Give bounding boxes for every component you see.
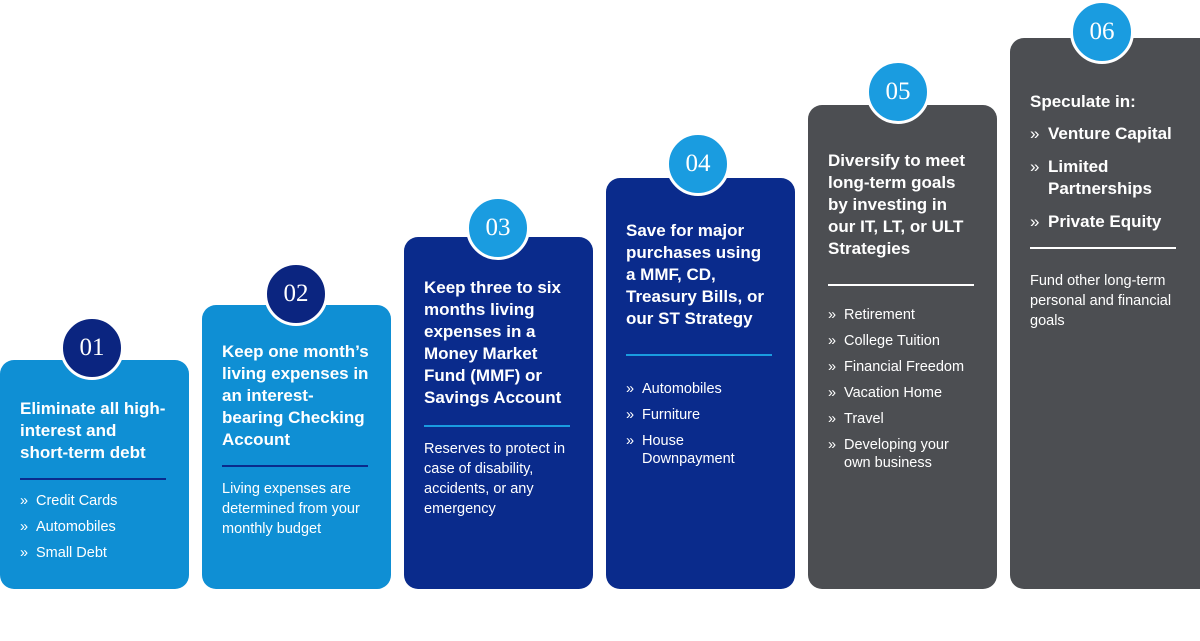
list-item: »Furniture <box>626 407 701 423</box>
step-06-divider <box>1030 247 1176 249</box>
step-03-divider <box>424 425 570 427</box>
step-02-description: Living expenses are determined from your… <box>222 481 360 537</box>
step-02-badge: 02 <box>264 262 328 326</box>
step-05-heading: Diversify to meet long-term goals by inv… <box>828 151 965 258</box>
step-06-description: Fund other long-term personal and financ… <box>1030 273 1172 329</box>
list-item: »Travel <box>828 411 884 427</box>
step-06-badge: 06 <box>1070 0 1134 64</box>
step-06-card: Speculate in: »Venture Capital »Limited … <box>1010 38 1200 589</box>
step-04-list: »Automobiles »Furniture »House Downpayme… <box>626 380 775 468</box>
step-04-badge: 04 <box>666 132 730 196</box>
step-01-heading: Eliminate all high-interest and short-te… <box>20 399 166 462</box>
step-06-list: »Venture Capital »Limited Partnerships »… <box>1030 123 1180 233</box>
step-01-divider <box>20 478 166 480</box>
step-01-list: »Credit Cards »Automobiles »Small Debt <box>20 492 169 562</box>
list-item: »Credit Cards <box>20 493 118 509</box>
list-item: »Retirement <box>828 307 915 323</box>
step-03-card: Keep three to six months living expenses… <box>404 237 593 589</box>
list-item: »Automobiles <box>626 381 722 397</box>
list-item: »Small Debt <box>20 545 107 561</box>
step-04-divider <box>626 354 772 356</box>
step-03-badge: 03 <box>466 196 530 260</box>
step-06-heading: Speculate in: <box>1030 92 1136 111</box>
step-05-badge: 05 <box>866 60 930 124</box>
list-item: »Automobiles <box>20 519 116 535</box>
step-02-heading: Keep one month’s living expenses in an i… <box>222 342 369 449</box>
step-03-description: Reserves to protect in case of disabilit… <box>424 441 566 517</box>
list-item: »Private Equity <box>1030 212 1162 231</box>
step-02-divider <box>222 465 368 467</box>
list-item: »College Tuition <box>828 333 940 349</box>
step-05-card: Diversify to meet long-term goals by inv… <box>808 105 997 589</box>
list-item: »Financial Freedom <box>828 359 965 375</box>
list-item: »House Downpayment <box>626 433 735 467</box>
step-05-list: »Retirement »College Tuition »Financial … <box>828 306 977 472</box>
step-03-heading: Keep three to six months living expenses… <box>424 278 562 407</box>
step-04-heading: Save for major purchases using a MMF, CD… <box>626 221 764 328</box>
step-02-card: Keep one month’s living expenses in an i… <box>202 305 391 589</box>
step-01-card: Eliminate all high-interest and short-te… <box>0 360 189 589</box>
step-05-divider <box>828 284 974 286</box>
list-item: »Vacation Home <box>828 385 943 401</box>
list-item: »Venture Capital <box>1030 124 1172 143</box>
step-04-card: Save for major purchases using a MMF, CD… <box>606 178 795 589</box>
step-01-badge: 01 <box>60 316 124 380</box>
list-item: »Developing your own business <box>828 437 949 471</box>
list-item: »Limited Partnerships <box>1030 157 1152 198</box>
